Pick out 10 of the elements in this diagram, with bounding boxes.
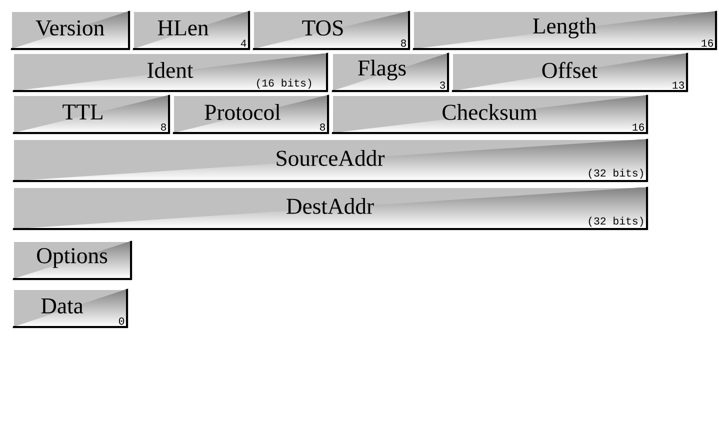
field-button: Options — [12, 240, 132, 280]
field-button: Protocol 8 — [172, 94, 330, 134]
field-button: DestAddr (32 bits) — [12, 186, 648, 230]
field-button: Flags 3 — [331, 52, 450, 92]
field-button: Data 0 — [12, 288, 128, 328]
field-button: TOS 8 — [252, 10, 410, 50]
field-button: SourceAddr (32 bits) — [12, 138, 648, 182]
field-button: Version — [10, 10, 130, 50]
field-button: HLen 4 — [132, 10, 250, 50]
field-button: TTL 8 — [12, 94, 170, 134]
